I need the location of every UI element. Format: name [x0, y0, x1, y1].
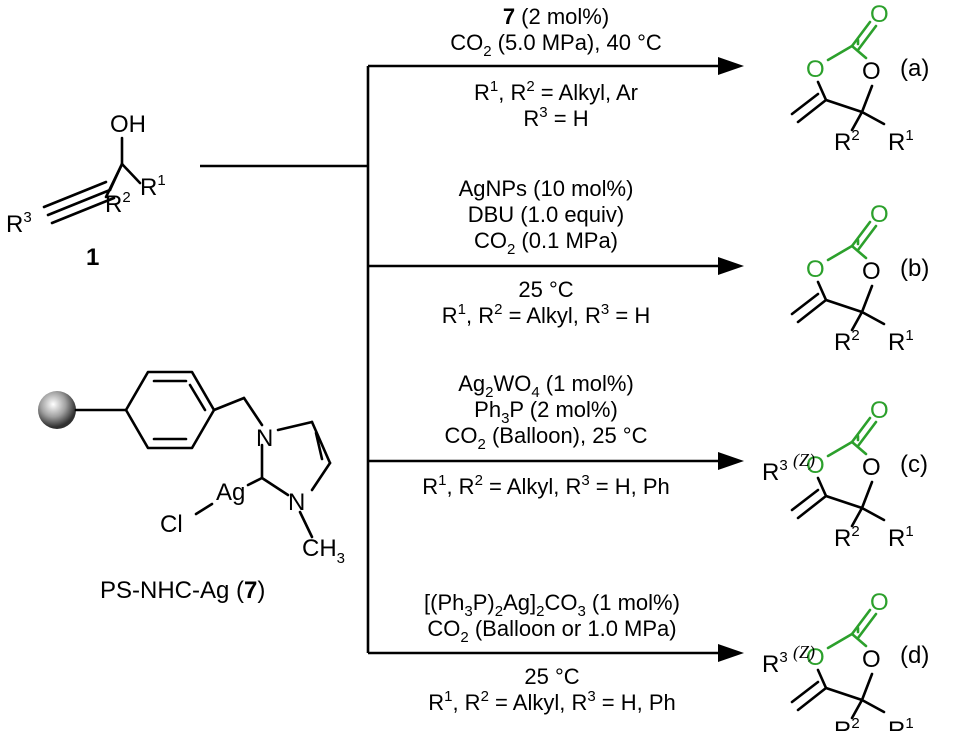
catalyst-7: N N CH3 Ag Cl PS-NHC-Ag (7) [38, 370, 345, 604]
reactant-r3: R3 [6, 209, 32, 238]
product-a: O O O R2 R1 [790, 1, 914, 156]
cond-d-line4: R1, R2 = Alkyl, R3 = H, Ph [428, 688, 676, 715]
product-z-label: (Z) [793, 642, 815, 663]
cond-d-line2: CO2 (Balloon or 1.0 MPa) [427, 616, 676, 646]
product-carbonyl-oxygen: O [870, 201, 889, 228]
product-r3: R3 [762, 457, 788, 486]
cond-a-line3: R1, R2 = Alkyl, Ar [474, 78, 638, 105]
product-ring-oxygen: O [806, 452, 825, 479]
nhc-nitrogen-1: N [256, 425, 273, 452]
product-ring-oxygen: O [806, 256, 825, 283]
polystyrene-bead-icon [38, 391, 76, 429]
product-ring-oxygen-2: O [862, 646, 881, 673]
product-ring-oxygen: O [806, 644, 825, 671]
product-r3: R3 [762, 649, 788, 678]
hydroxyl-label: OH [110, 111, 146, 138]
product-r2: R2 [834, 523, 860, 552]
cond-b-line1: AgNPs (10 mol%) [459, 176, 634, 201]
n-methyl: CH3 [302, 535, 345, 567]
cond-a-line4: R3 = H [523, 104, 588, 131]
branch-lines [200, 57, 744, 662]
conditions-d: [(Ph3P)2Ag]2CO3 (1 mol%) CO2 (Balloon or… [424, 590, 680, 715]
silver-atom: Ag [216, 479, 245, 506]
product-z-label: (Z) [793, 450, 815, 471]
route-letter-c: (c) [900, 451, 928, 478]
cond-b-line2: DBU (1.0 equiv) [468, 202, 625, 227]
product-r2: R2 [834, 715, 860, 731]
reactant-r1: R1 [140, 172, 166, 201]
reactant-1: OH R1 R2 R3 1 [6, 111, 166, 271]
cond-c-line2: Ph3P (2 mol%) [474, 397, 618, 427]
cond-d-line3: 25 °C [524, 664, 579, 689]
nhc-nitrogen-2: N [288, 489, 305, 516]
product-b: O O O R2 R1 [790, 201, 914, 356]
product-ring-oxygen-2: O [862, 454, 881, 481]
route-letter-a: (a) [900, 55, 929, 82]
cond-c-line3: CO2 (Balloon), 25 °C [445, 423, 648, 453]
product-ring-oxygen: O [806, 56, 825, 83]
cond-a-line2: CO2 (5.0 MPa), 40 °C [450, 30, 662, 60]
conditions-c: Ag2WO4 (1 mol%) Ph3P (2 mol%) CO2 (Ballo… [422, 371, 670, 499]
product-r1: R1 [888, 127, 914, 156]
conditions-b: AgNPs (10 mol%) DBU (1.0 equiv) CO2 (0.1… [442, 176, 650, 328]
product-r1: R1 [888, 715, 914, 731]
route-letter-b: (b) [900, 255, 929, 282]
product-carbonyl-oxygen: O [870, 397, 889, 424]
product-ring-oxygen-2: O [862, 58, 881, 85]
cond-c-line1: Ag2WO4 (1 mol%) [458, 371, 634, 401]
cond-a-line1: 7 (2 mol%) [503, 4, 609, 29]
conditions-a: 7 (2 mol%) CO2 (5.0 MPa), 40 °C R1, R2 =… [450, 4, 662, 131]
reactant-number: 1 [86, 244, 99, 271]
cond-d-line1: [(Ph3P)2Ag]2CO3 (1 mol%) [424, 590, 680, 620]
route-letter-d: (d) [900, 642, 929, 669]
product-r2: R2 [834, 327, 860, 356]
cond-b-line5: R1, R2 = Alkyl, R3 = H [442, 301, 650, 328]
product-carbonyl-oxygen: O [870, 589, 889, 616]
product-ring-oxygen-2: O [862, 258, 881, 285]
catalyst-name: PS-NHC-Ag (7) [100, 577, 265, 604]
product-r1: R1 [888, 327, 914, 356]
product-r2: R2 [834, 127, 860, 156]
reactant-r2: R2 [105, 189, 131, 218]
chloride: Cl [160, 511, 183, 538]
product-d: O O O R2 R1 R3(Z) [762, 589, 914, 731]
cond-b-line4: 25 °C [518, 277, 573, 302]
product-r1: R1 [888, 523, 914, 552]
cond-b-line3: CO2 (0.1 MPa) [474, 228, 618, 258]
product-carbonyl-oxygen: O [870, 1, 889, 28]
cond-c-line4: R1, R2 = Alkyl, R3 = H, Ph [422, 472, 670, 499]
product-c: O O O R2 R1 R3(Z) [762, 397, 914, 552]
